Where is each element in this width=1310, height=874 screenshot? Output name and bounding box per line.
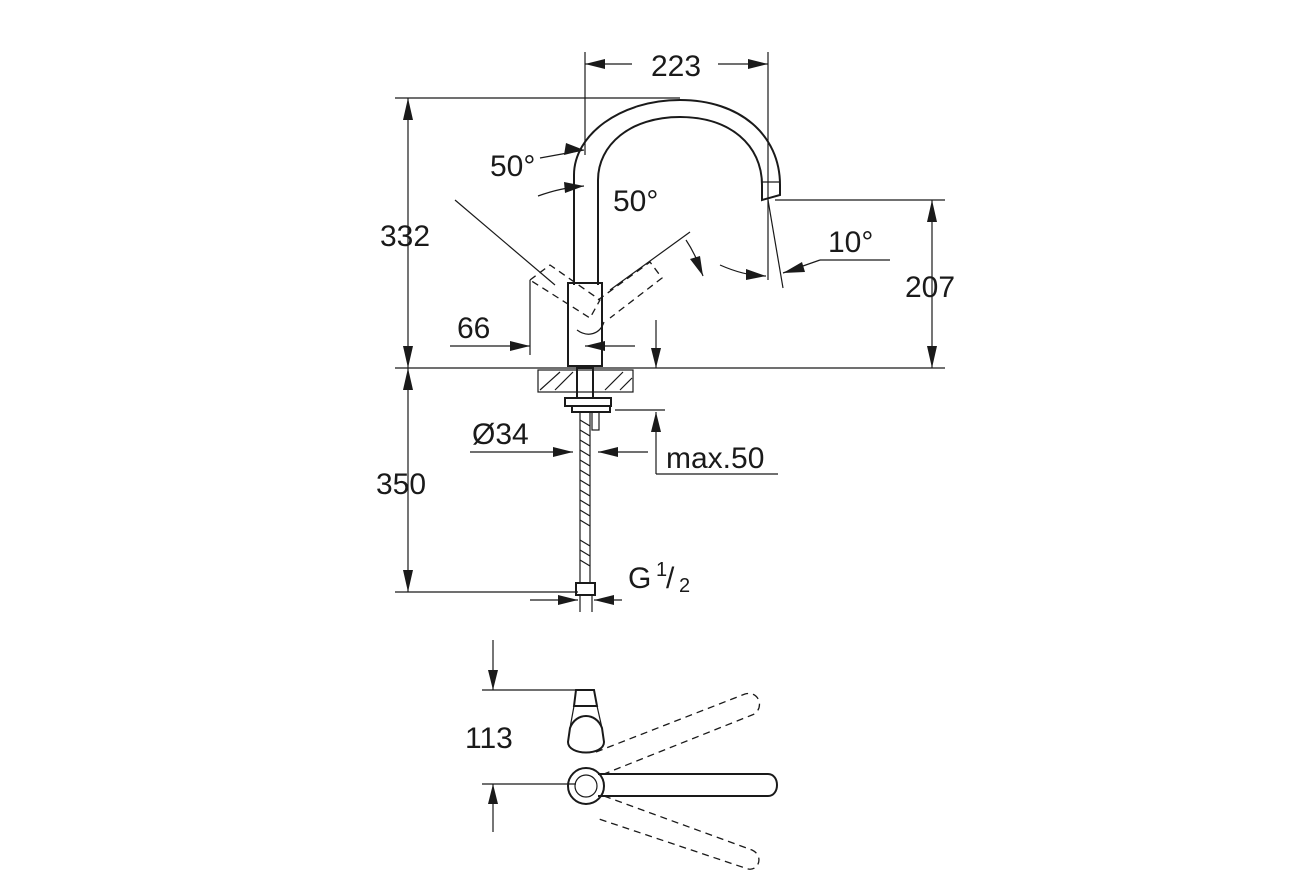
dimension-hole-diameter: Ø34 <box>470 418 648 457</box>
lever-angle-right-label: 50° <box>613 185 658 218</box>
dimension-top-view-depth: 113 <box>465 640 586 832</box>
lever-handle <box>528 261 663 335</box>
dimension-spout-height: 207 <box>775 199 955 368</box>
top-view-lever-positions <box>595 692 761 870</box>
thread-slash-label: / <box>666 562 675 595</box>
dimension-total-height: 332 <box>380 97 680 368</box>
side-view: 223 332 207 50° <box>376 50 955 612</box>
top-view-base <box>567 767 778 805</box>
top-view-spout <box>566 689 606 754</box>
dimension-max-thickness: max.50 <box>615 409 778 475</box>
lever-offset-label: 66 <box>457 312 490 345</box>
hose-length-label: 350 <box>376 468 426 501</box>
flex-hose <box>575 411 596 612</box>
faucet-spout <box>573 98 781 285</box>
total-height-label: 332 <box>380 220 430 253</box>
lever-angle-left-label: 50° <box>490 150 535 183</box>
hole-diameter-label: Ø34 <box>472 418 529 451</box>
dimension-lever-angle-left: 50° <box>454 143 585 286</box>
thread-numerator-label: 1 <box>656 559 667 581</box>
spout-height-label: 207 <box>905 271 955 304</box>
thread-denominator-label: 2 <box>679 575 690 597</box>
spout-angle-label: 10° <box>828 226 873 259</box>
dimension-lever-offset: 66 <box>450 280 661 368</box>
max-thickness-label: max.50 <box>666 442 764 475</box>
dimension-spout-reach: 223 <box>584 50 769 280</box>
dimension-spout-angle: 10° <box>719 199 890 289</box>
dimension-hose-length: 350 <box>376 368 578 593</box>
spout-reach-label: 223 <box>651 50 701 83</box>
dimension-connection-thread: G 1 / 2 <box>530 559 690 605</box>
top-view: 113 <box>465 640 778 870</box>
top-view-depth-label: 113 <box>465 722 513 755</box>
countertop <box>395 367 945 393</box>
faucet-body <box>567 250 603 367</box>
dimension-lever-angle-right: 50° <box>609 185 704 291</box>
thread-main-label: G <box>628 562 651 595</box>
mounting-hardware <box>564 367 612 431</box>
